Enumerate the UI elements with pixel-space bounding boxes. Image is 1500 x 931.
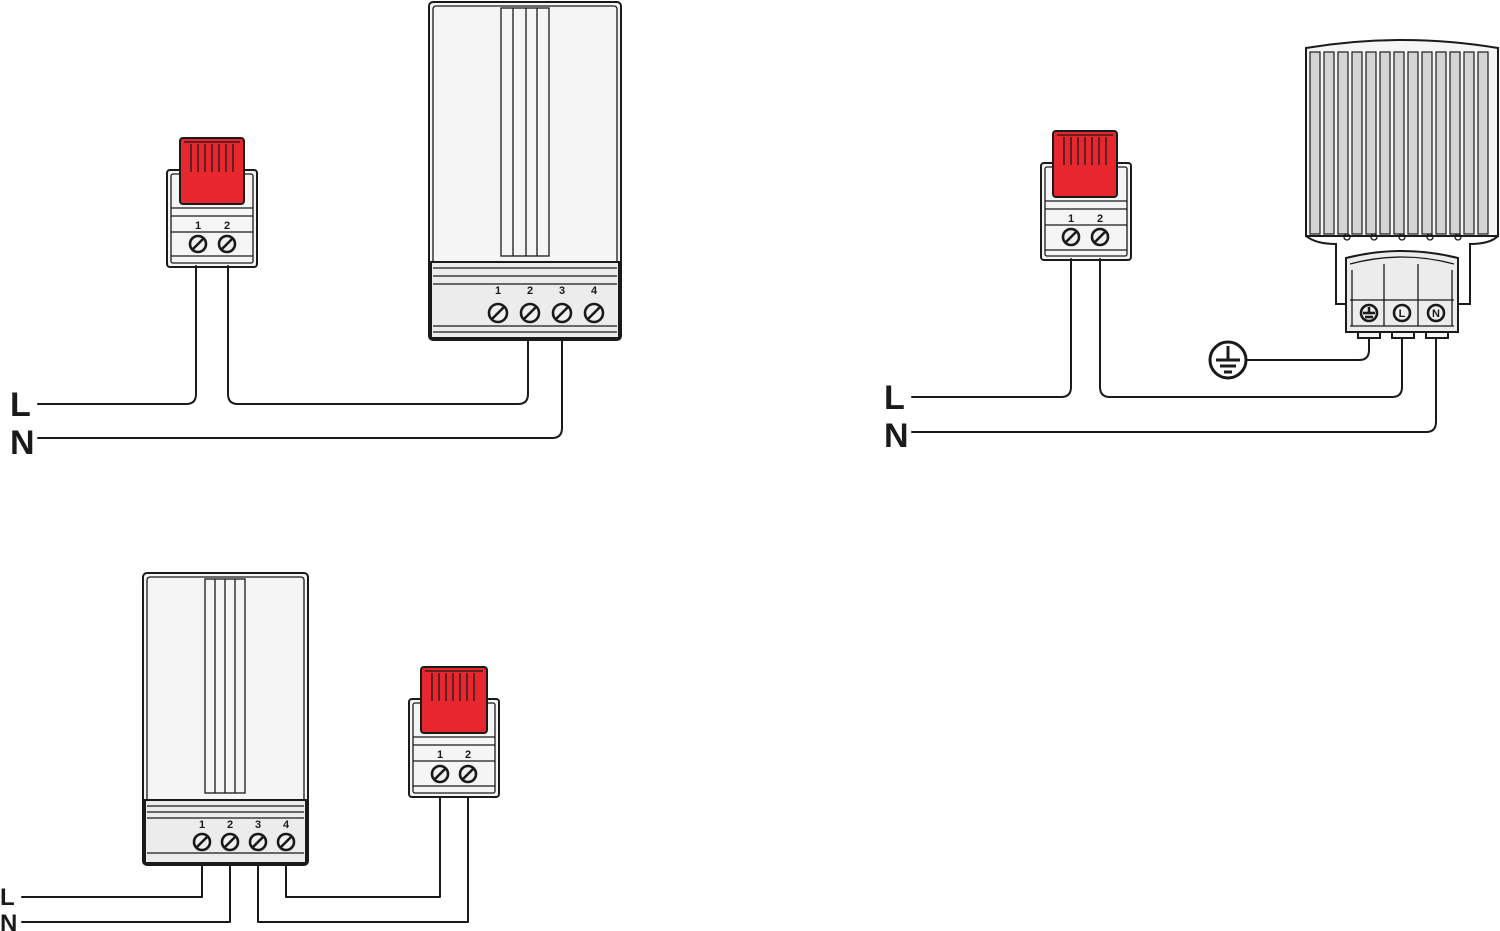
thermostat-terminal-2-label: 2: [465, 749, 471, 761]
supply-label-L: L: [884, 379, 905, 417]
screw-terminal: [583, 302, 605, 324]
screw-terminal: [192, 832, 212, 852]
screw-terminal: [188, 234, 208, 254]
screw-terminal: [217, 234, 237, 254]
earth-terminal: [1359, 303, 1379, 323]
thermostat-terminal-1-label: 1: [195, 220, 201, 232]
heater-top-left: 1 2 3 4: [428, 1, 622, 341]
heater-terminal-4-label: 4: [283, 819, 290, 831]
diagram-bottom-left: 1 2 3 4 1 2: [0, 572, 500, 931]
heater-terminal-4-label: 4: [591, 285, 598, 297]
screw-terminal: [1061, 227, 1081, 247]
heater-terminal-1-label: 1: [495, 285, 501, 297]
screw-terminal: [551, 302, 573, 324]
screw-terminal: [519, 302, 541, 324]
thermostat-knob: [420, 666, 488, 734]
thermostat-top-right: 1 2: [1040, 130, 1132, 261]
line-terminal: L: [1392, 303, 1412, 323]
thermostat-top-left: 1 2: [166, 137, 258, 268]
heater-bottom-left: 1 2 3 4: [142, 572, 309, 866]
heater-terminal-2-label: 2: [227, 819, 233, 831]
supply-label-N: N: [0, 910, 17, 931]
thermostat-terminal-1-label: 1: [1068, 213, 1074, 225]
diagram-top-right: 1 2: [884, 39, 1499, 455]
screw-terminal: [458, 764, 478, 784]
diagram-top-left: 1 2 1 2 3 4: [10, 1, 622, 462]
supply-label-N: N: [884, 417, 909, 455]
screw-terminal: [220, 832, 240, 852]
screw-terminal: [430, 764, 450, 784]
screw-terminal: [276, 832, 296, 852]
screw-terminal: [248, 832, 268, 852]
heater-fins: [1309, 51, 1489, 235]
thermostat-bottom-left: 1 2: [408, 666, 500, 798]
screw-terminal: [487, 302, 509, 324]
terminal-L-label: L: [1399, 308, 1406, 320]
terminal-N-label: N: [1432, 308, 1440, 320]
wires-top-left: [37, 265, 563, 439]
heater-terminal-3-label: 3: [559, 285, 565, 297]
heater-terminal-3-label: 3: [255, 819, 261, 831]
screw-terminal: [1090, 227, 1110, 247]
heater-terminal-1-label: 1: [199, 819, 205, 831]
ground-symbol-icon: [1208, 340, 1248, 380]
supply-label-N: N: [10, 424, 35, 462]
supply-label-L: L: [0, 884, 15, 911]
thermostat-terminal-2-label: 2: [224, 220, 230, 232]
wires-top-right: [911, 258, 1437, 433]
thermostat-terminal-2-label: 2: [1097, 213, 1103, 225]
finned-heater-top-right: L N: [1305, 39, 1499, 339]
supply-label-L: L: [10, 386, 31, 424]
neutral-terminal: N: [1426, 303, 1446, 323]
wires-bottom-left: [21, 796, 469, 923]
thermostat-terminal-1-label: 1: [437, 749, 443, 761]
heater-terminal-2-label: 2: [527, 285, 533, 297]
